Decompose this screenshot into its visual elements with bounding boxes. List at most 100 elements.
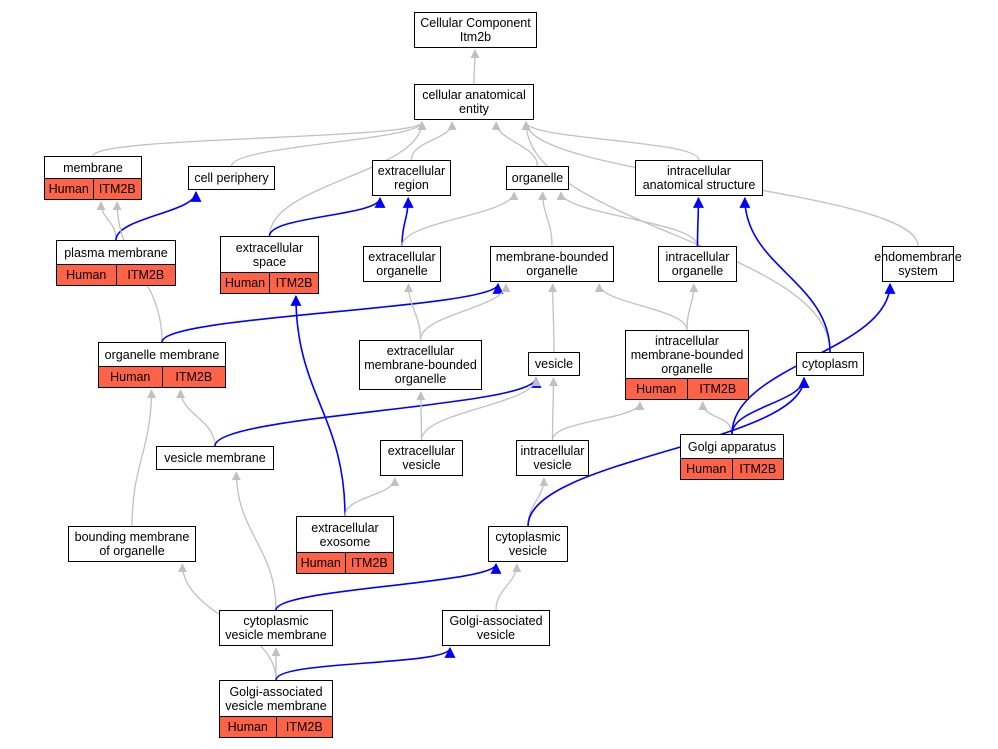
edge-part-of-cytoplasm-to-ias	[739, 196, 831, 353]
gene-cell: ITM2B	[269, 273, 318, 293]
term-node-cellper[interactable]: cell periphery	[188, 166, 275, 190]
term-label: intracellular organelle	[665, 250, 730, 278]
edge-is-a-exmbo-to-mbo	[419, 283, 511, 341]
term-label: intracellular anatomical structure	[642, 164, 756, 192]
term-label: vesicle	[534, 357, 574, 371]
term-node-endo[interactable]: endomembrane system	[874, 246, 962, 282]
edge-is-a-exmbo-to-exorg	[403, 283, 422, 341]
edge-part-of-orgmem-to-mbo	[161, 282, 504, 343]
edge-is-a-bmo-to-orgmem	[131, 389, 156, 527]
edge-is-a-imbo-to-intorg	[686, 283, 699, 331]
edge-is-a-exorg-to-organelle	[401, 191, 519, 247]
edge-is-a-intorg-to-organelle	[556, 191, 699, 247]
edge-part-of-intorg-to-ias	[692, 196, 704, 247]
term-node-cae[interactable]: cellular anatomical entity	[414, 84, 534, 120]
species-cell: Human	[636, 382, 677, 396]
term-label: Golgi-associated vesicle	[449, 614, 543, 642]
gene-cell: ITM2B	[161, 367, 226, 387]
edge-is-a-vesmem-to-orgmem	[176, 389, 216, 447]
edge-is-a-exves-to-exmbo	[416, 391, 426, 441]
edge-is-a-imbo-to-mbo	[594, 283, 688, 331]
term-node-cvm[interactable]: cytoplasmic vesicle membrane	[219, 610, 333, 646]
term-label: intracellular membrane-bounded organelle	[630, 333, 744, 376]
term-label: Cellular Component Itm2b	[420, 16, 531, 44]
term-label: cytoplasm	[801, 357, 859, 371]
edge-part-of-vesmem-to-vesicle	[214, 376, 542, 447]
term-node-root[interactable]: Cellular Component Itm2b	[414, 12, 537, 48]
term-node-cytves[interactable]: cytoplasmic vesicle	[488, 526, 568, 562]
term-label: plasma membrane	[64, 245, 168, 260]
term-label: Golgi apparatus	[687, 439, 777, 454]
edge-part-of-plasma-to-cellper	[115, 190, 202, 241]
term-label: cytoplasmic vesicle	[495, 530, 561, 558]
term-node-mbo[interactable]: membrane-bounded organelle	[490, 246, 614, 282]
term-label: vesicle membrane	[164, 451, 266, 465]
edge-is-a-intves-to-imbo	[551, 401, 645, 441]
gene-cell: ITM2B	[92, 179, 142, 199]
term-label: extracellular space	[235, 240, 304, 269]
term-node-vesmem[interactable]: vesicle membrane	[156, 446, 274, 470]
edge-part-of-cytves-to-cytoplasm	[527, 376, 810, 527]
edge-part-of-exspace-to-exreg	[268, 196, 386, 237]
term-label: membrane-bounded organelle	[495, 250, 609, 278]
edge-is-a-plasma-to-membrane	[96, 201, 117, 241]
term-node-exorg[interactable]: extracellular organelle	[363, 246, 441, 282]
gene-cell: ITM2B	[344, 553, 394, 573]
term-label: extracellular exosome	[311, 520, 379, 549]
edge-is-a-exspace-to-cae	[268, 121, 427, 237]
term-node-exves[interactable]: extracellular vesicle	[380, 440, 463, 476]
edge-is-a-organelle-to-cae	[491, 121, 539, 167]
term-node-exmbo[interactable]: extracellular membrane-bounded organelle	[359, 340, 482, 390]
term-label: extracellular membrane-bounded organelle	[364, 344, 477, 386]
term-node-gav[interactable]: Golgi-associated vesicle	[442, 610, 550, 646]
term-label: organelle	[511, 171, 564, 185]
term-label: cytoplasmic vesicle membrane	[225, 614, 327, 642]
term-node-bmo[interactable]: bounding membrane of organelle	[68, 526, 196, 562]
gene-cell: ITM2B	[686, 379, 749, 399]
term-node-ias[interactable]: intracellular anatomical structure	[635, 160, 763, 196]
term-label: extracellular vesicle	[387, 444, 456, 472]
term-label: bounding membrane of organelle	[74, 530, 190, 558]
edge-is-a-exosome-to-exves	[344, 477, 400, 517]
edge-is-a-cytoplasm-to-cae	[521, 121, 831, 353]
gene-cell: ITM2B	[731, 459, 784, 479]
edge-is-a-intves-to-vesicle	[548, 377, 558, 441]
species-cell: Human	[227, 720, 268, 734]
gene-cell: ITM2B	[275, 717, 333, 737]
term-node-intorg[interactable]: intracellular organelle	[658, 246, 737, 282]
annotation-row: Human ITM2B	[220, 716, 332, 737]
edge-is-a-vesicle-to-mbo	[548, 283, 558, 353]
term-node-exreg[interactable]: extracellular region	[372, 160, 451, 196]
term-label: endomembrane system	[874, 250, 962, 278]
edge-is-a-gav-to-cytves	[495, 563, 522, 611]
edge-is-a-golgi-to-imbo	[698, 401, 733, 435]
term-node-cytoplasm[interactable]: cytoplasm	[796, 352, 864, 376]
edge-part-of-cvm-to-cytves	[275, 562, 502, 611]
term-node-vesicle[interactable]: vesicle	[528, 352, 580, 376]
term-label: extracellular region	[377, 164, 446, 192]
gene-cell: ITM2B	[115, 265, 176, 285]
annotation-row: Human ITM2B	[626, 378, 748, 399]
term-node-intves[interactable]: intracellular vesicle	[516, 440, 589, 476]
term-node-imbo[interactable]: intracellular membrane-bounded organelle…	[625, 330, 749, 400]
term-node-organelle[interactable]: organelle	[506, 166, 569, 190]
term-label: cell periphery	[194, 171, 269, 185]
edge-part-of-exosome-to-exspace	[290, 294, 346, 517]
species-cell: Human	[224, 276, 266, 290]
species-cell: Human	[300, 556, 341, 570]
edge-is-a-cvm-to-vesmem	[231, 471, 277, 611]
edge-is-a-ias-to-cae	[521, 121, 700, 161]
term-label: cellular anatomical entity	[422, 88, 526, 116]
